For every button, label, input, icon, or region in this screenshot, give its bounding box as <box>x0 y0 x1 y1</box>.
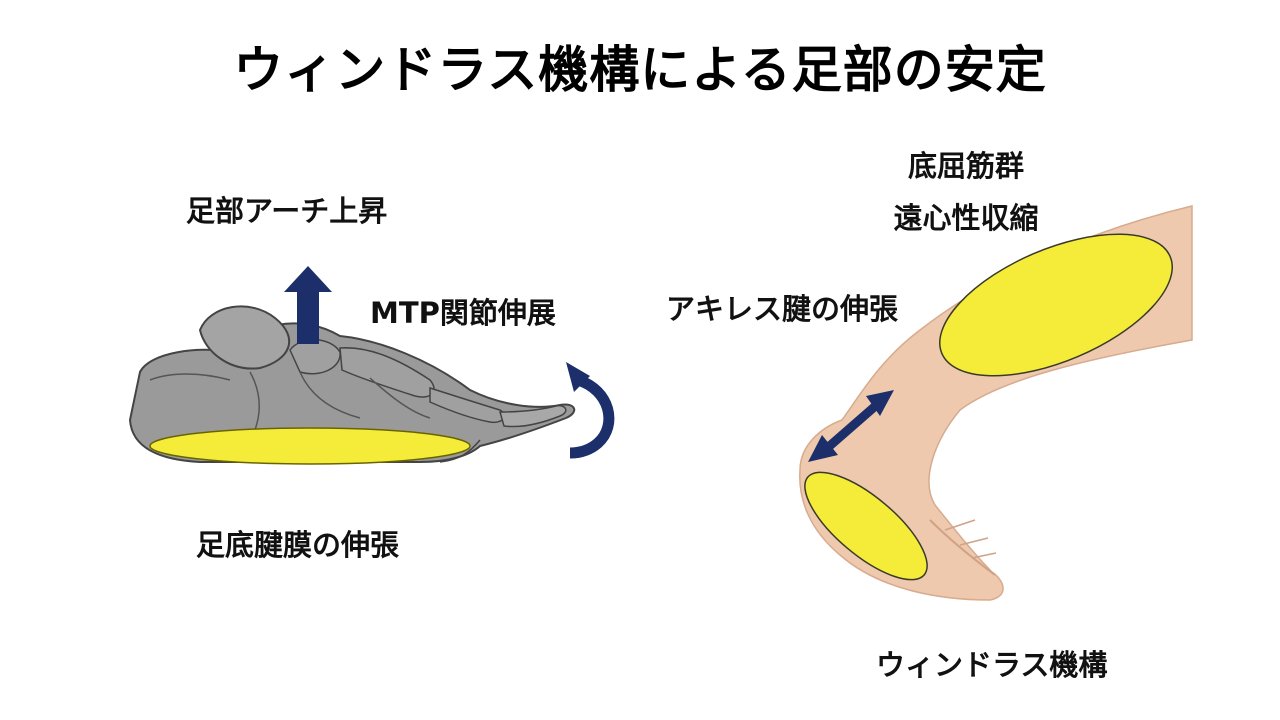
plantar-fascia-label: 足底腱膜の伸張 <box>196 522 399 564</box>
arch-rise-label: 足部アーチ上昇 <box>186 188 387 230</box>
plantar-flexors-line2: 遠心性収縮 <box>866 192 1066 244</box>
plantar-flexors-label: 底屈筋群 遠心性収縮 <box>866 140 1066 244</box>
plantar-flexors-line1: 底屈筋群 <box>866 140 1066 192</box>
achilles-label: アキレス腱の伸張 <box>666 286 898 328</box>
windlass-label: ウィンドラス機構 <box>876 642 1107 684</box>
plantar-fascia-highlight <box>150 428 470 464</box>
mtp-extension-label: MTP関節伸展 <box>370 290 556 332</box>
